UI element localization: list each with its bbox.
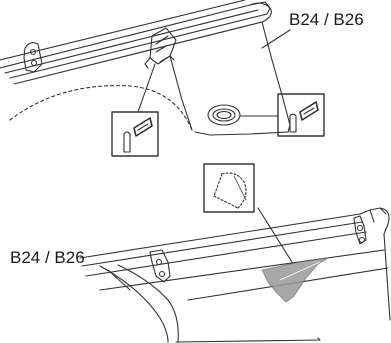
top-part-label: B24 / B26 xyxy=(289,10,364,29)
sealant-strip xyxy=(261,257,329,303)
bottom-wheel-arch xyxy=(117,264,179,343)
top-grommet xyxy=(207,104,241,126)
bottom-mount-bracket-left xyxy=(149,249,171,283)
top-mount-bracket-left xyxy=(23,42,43,73)
cutout-detail-icon xyxy=(203,163,255,213)
top-latch-clip xyxy=(144,27,177,69)
bottom-fender-panel xyxy=(79,207,391,343)
leader-cutout-to-strip xyxy=(257,207,293,263)
clip-detail-icon xyxy=(277,93,325,137)
bottom-part-label: B24 / B26 xyxy=(10,248,85,267)
bottom-mount-bracket-right xyxy=(353,215,367,245)
top-wheel-arch-dashed xyxy=(9,85,193,131)
leader-top-label xyxy=(261,29,291,49)
bottom-wheel-arch-inner xyxy=(99,265,169,343)
clip-detail-icon xyxy=(111,111,159,157)
leader-latch-to-detail xyxy=(137,63,156,113)
leader-bottom-label xyxy=(107,269,131,291)
top-fender-panel xyxy=(0,0,291,136)
